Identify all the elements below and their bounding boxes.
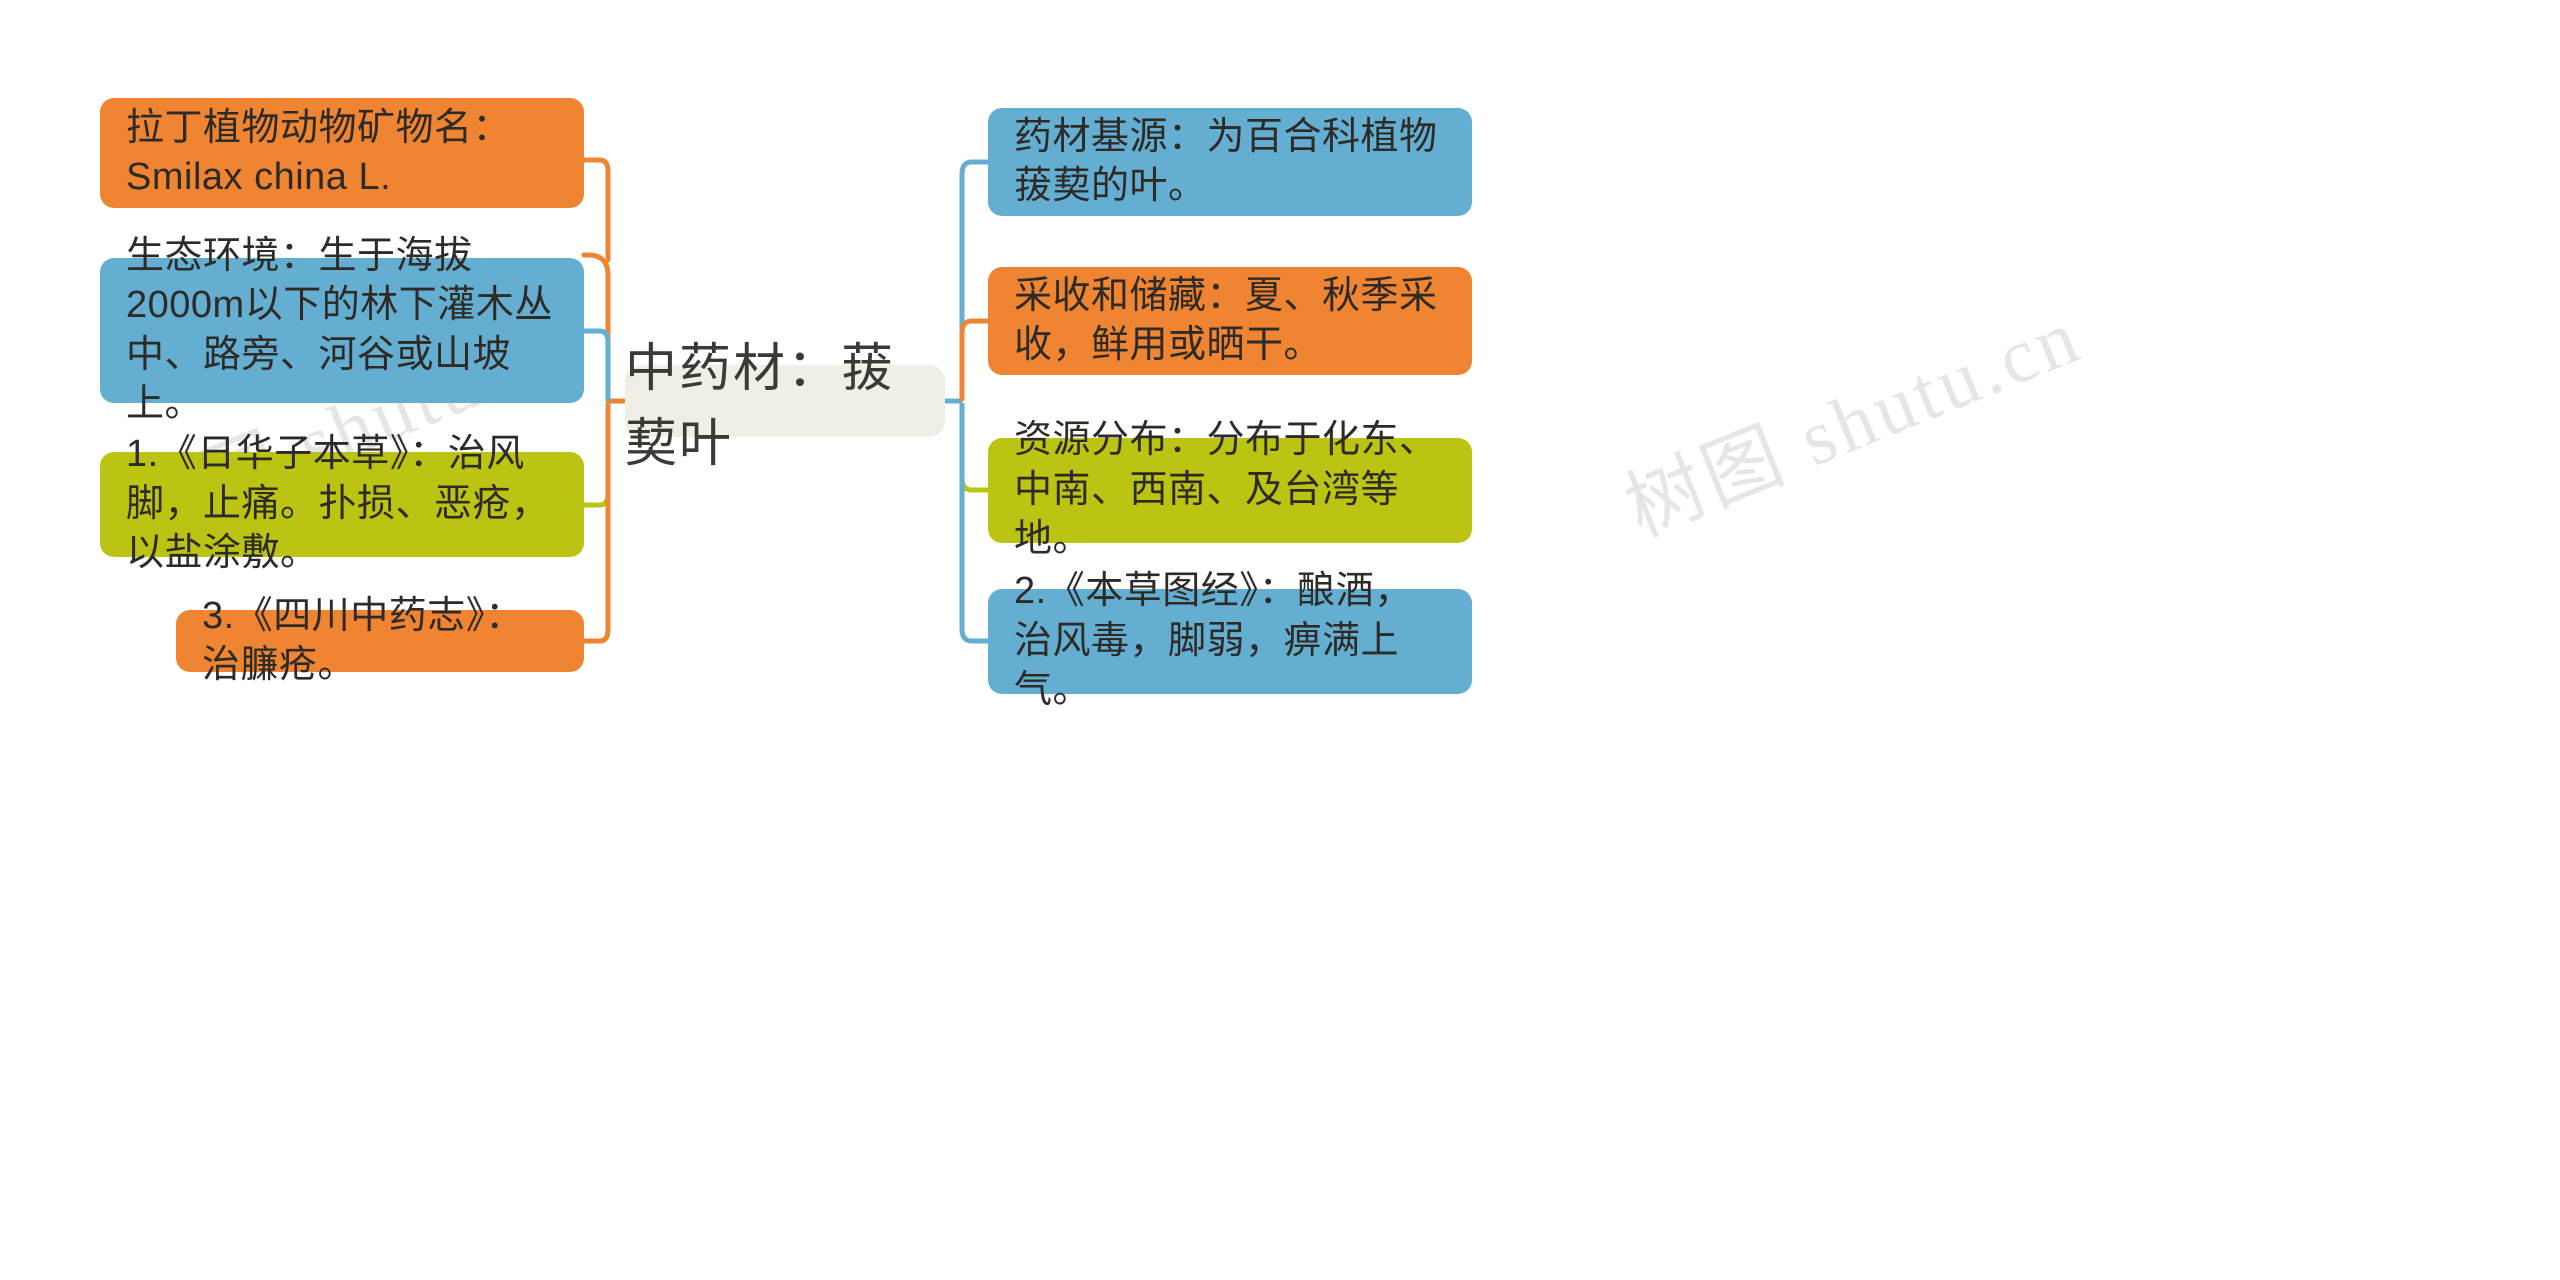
node-label: 资源分布：分布于化东、中南、西南、及台湾等地。 [1014, 419, 1438, 561]
mindmap-node-distribution[interactable]: 资源分布：分布于化东、中南、西南、及台湾等地。 [988, 419, 1472, 560]
node-label: 2.《本草图经》：酿酒，治风毒，脚弱，痹满上气。 [1014, 570, 1413, 712]
mindmap-node-harvest-storage[interactable]: 采收和储藏：夏、秋季采收，鲜用或晒干。 [988, 267, 1472, 375]
mindmap-node-source[interactable]: 药材基源：为百合科植物菝葜的叶。 [988, 108, 1472, 216]
node-label: 采收和储藏：夏、秋季采收，鲜用或晒干。 [1014, 274, 1438, 366]
mindmap-node-rihuazi-bencao[interactable]: 1.《日华子本草》：治风脚，止痛。扑损、恶疮，以盐涂敷。 [100, 433, 584, 574]
mindmap-center-node[interactable]: 中药材：菝葜叶 [625, 340, 945, 473]
node-label: 1.《日华子本草》：治风脚，止痛。扑损、恶疮，以盐涂敷。 [126, 433, 550, 575]
node-label: 3.《四川中药志》：治臁疮。 [202, 594, 524, 686]
watermark-right: 树图 shutu.cn [1613, 291, 2093, 553]
mindmap-node-latin-name[interactable]: 拉丁植物动物矿物名：Smilax china L. [100, 98, 584, 208]
mindmap-node-sichuan-zhongyaozhi[interactable]: 3.《四川中药志》：治臁疮。 [176, 595, 584, 686]
mindmap-node-bencao-tujing[interactable]: 2.《本草图经》：酿酒，治风毒，脚弱，痹满上气。 [988, 570, 1472, 711]
node-label: 药材基源：为百合科植物菝葜的叶。 [1014, 115, 1438, 207]
mindmap-node-ecology[interactable]: 生态环境：生于海拔2000m以下的林下灌木丛中、路旁、河谷或山坡上。 [100, 235, 584, 425]
node-label: 拉丁植物动物矿物名：Smilax china L. [126, 106, 512, 198]
center-node-label: 中药材：菝葜叶 [625, 340, 896, 473]
node-label: 生态环境：生于海拔2000m以下的林下灌木丛中、路旁、河谷或山坡上。 [126, 234, 553, 425]
